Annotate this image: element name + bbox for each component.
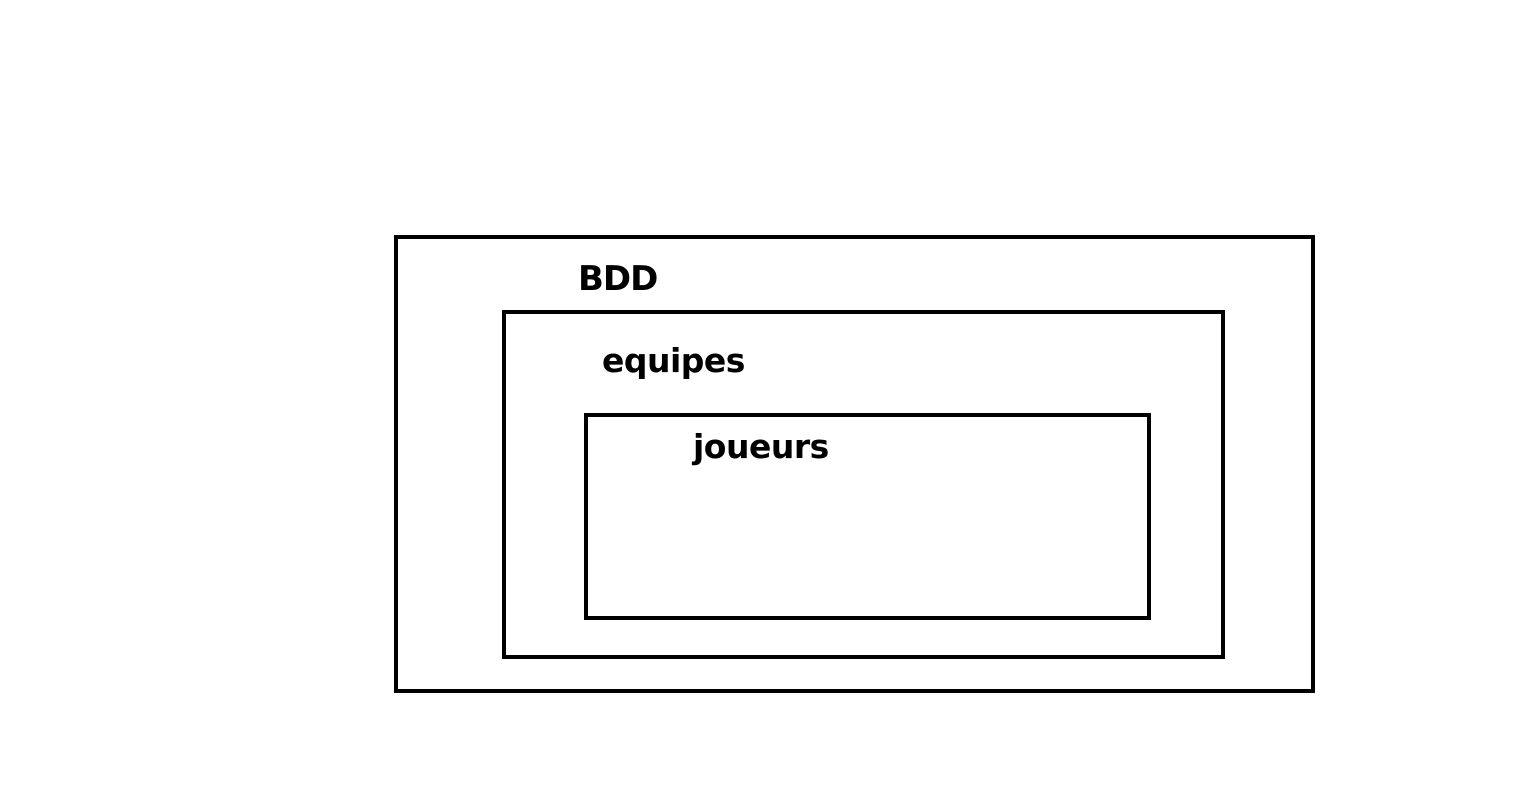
equipes-container-box	[502, 310, 1225, 659]
bdd-container-box	[394, 235, 1315, 693]
joueurs-label: joueurs	[693, 427, 829, 466]
joueurs-container-box	[584, 413, 1151, 620]
equipes-label: equipes	[602, 341, 745, 380]
bdd-label: BDD	[578, 259, 658, 299]
